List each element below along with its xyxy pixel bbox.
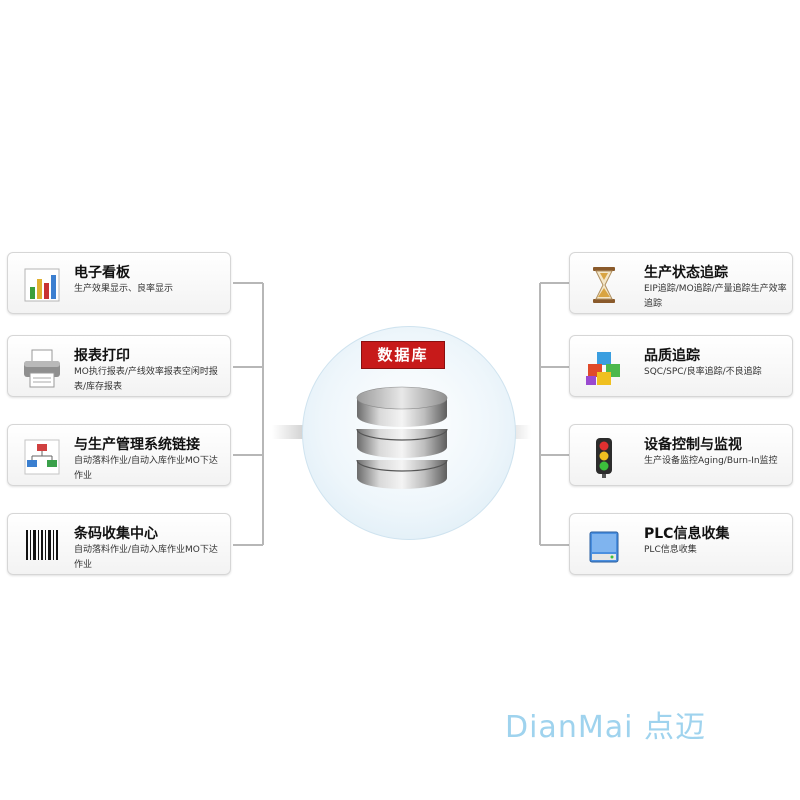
card-title: 电子看板 — [74, 265, 130, 281]
card-equipment-control[interactable]: 设备控制与监视 生产设备监控Aging/Burn-In监控 — [569, 424, 793, 486]
card-report-print[interactable]: 报表打印 MO执行报表/产线效率报表空闲时报表/库存报表 — [7, 335, 231, 397]
card-title: 品质追踪 — [644, 348, 700, 364]
card-barcode-center[interactable]: 条码收集中心 自动落料作业/自动入库作业MO下达作业 — [7, 513, 231, 575]
card-subtitle: MO执行报表/产线效率报表空闲时报表/库存报表 — [74, 367, 218, 392]
card-quality-tracking[interactable]: 品质追踪 SQC/SPC/良率追踪/不良追踪 — [569, 335, 793, 397]
card-subtitle: 生产效果显示、良率显示 — [74, 284, 174, 294]
drive-icon — [582, 524, 626, 568]
traffic-light-icon — [582, 435, 626, 479]
card-system-link[interactable]: 与生产管理系统链接 自动落料作业/自动入库作业MO下达作业 — [7, 424, 231, 486]
card-title: PLC信息收集 — [644, 526, 730, 542]
card-title: 条码收集中心 — [74, 526, 158, 542]
hourglass-icon — [582, 263, 626, 307]
watermark: DianMai 点迈 — [505, 710, 706, 745]
cubes-icon — [582, 346, 626, 390]
card-title: 与生产管理系统链接 — [74, 437, 200, 453]
card-title: 生产状态追踪 — [644, 265, 728, 281]
card-subtitle: PLC信息收集 — [644, 545, 697, 555]
database-icon — [356, 386, 448, 489]
bar-chart-icon — [20, 263, 64, 307]
card-subtitle: 自动落料作业/自动入库作业MO下达作业 — [74, 545, 218, 570]
barcode-icon — [20, 524, 64, 568]
card-production-status[interactable]: 生产状态追踪 EIP追踪/MO追踪/产量追踪生产效率追踪 — [569, 252, 793, 314]
right-bracket — [539, 282, 570, 546]
card-dashboard[interactable]: 电子看板 生产效果显示、良率显示 — [7, 252, 231, 314]
card-subtitle: SQC/SPC/良率追踪/不良追踪 — [644, 367, 762, 377]
org-chart-icon — [20, 435, 64, 479]
card-subtitle: 自动落料作业/自动入库作业MO下达作业 — [74, 456, 218, 481]
card-title: 设备控制与监视 — [644, 437, 742, 453]
card-title: 报表打印 — [74, 348, 130, 364]
printer-icon — [20, 346, 64, 390]
card-plc-collection[interactable]: PLC信息收集 PLC信息收集 — [569, 513, 793, 575]
card-subtitle: 生产设备监控Aging/Burn-In监控 — [644, 456, 778, 466]
card-subtitle: EIP追踪/MO追踪/产量追踪生产效率追踪 — [644, 284, 787, 309]
database-label: 数据库 — [361, 341, 445, 369]
left-bracket — [233, 282, 264, 546]
